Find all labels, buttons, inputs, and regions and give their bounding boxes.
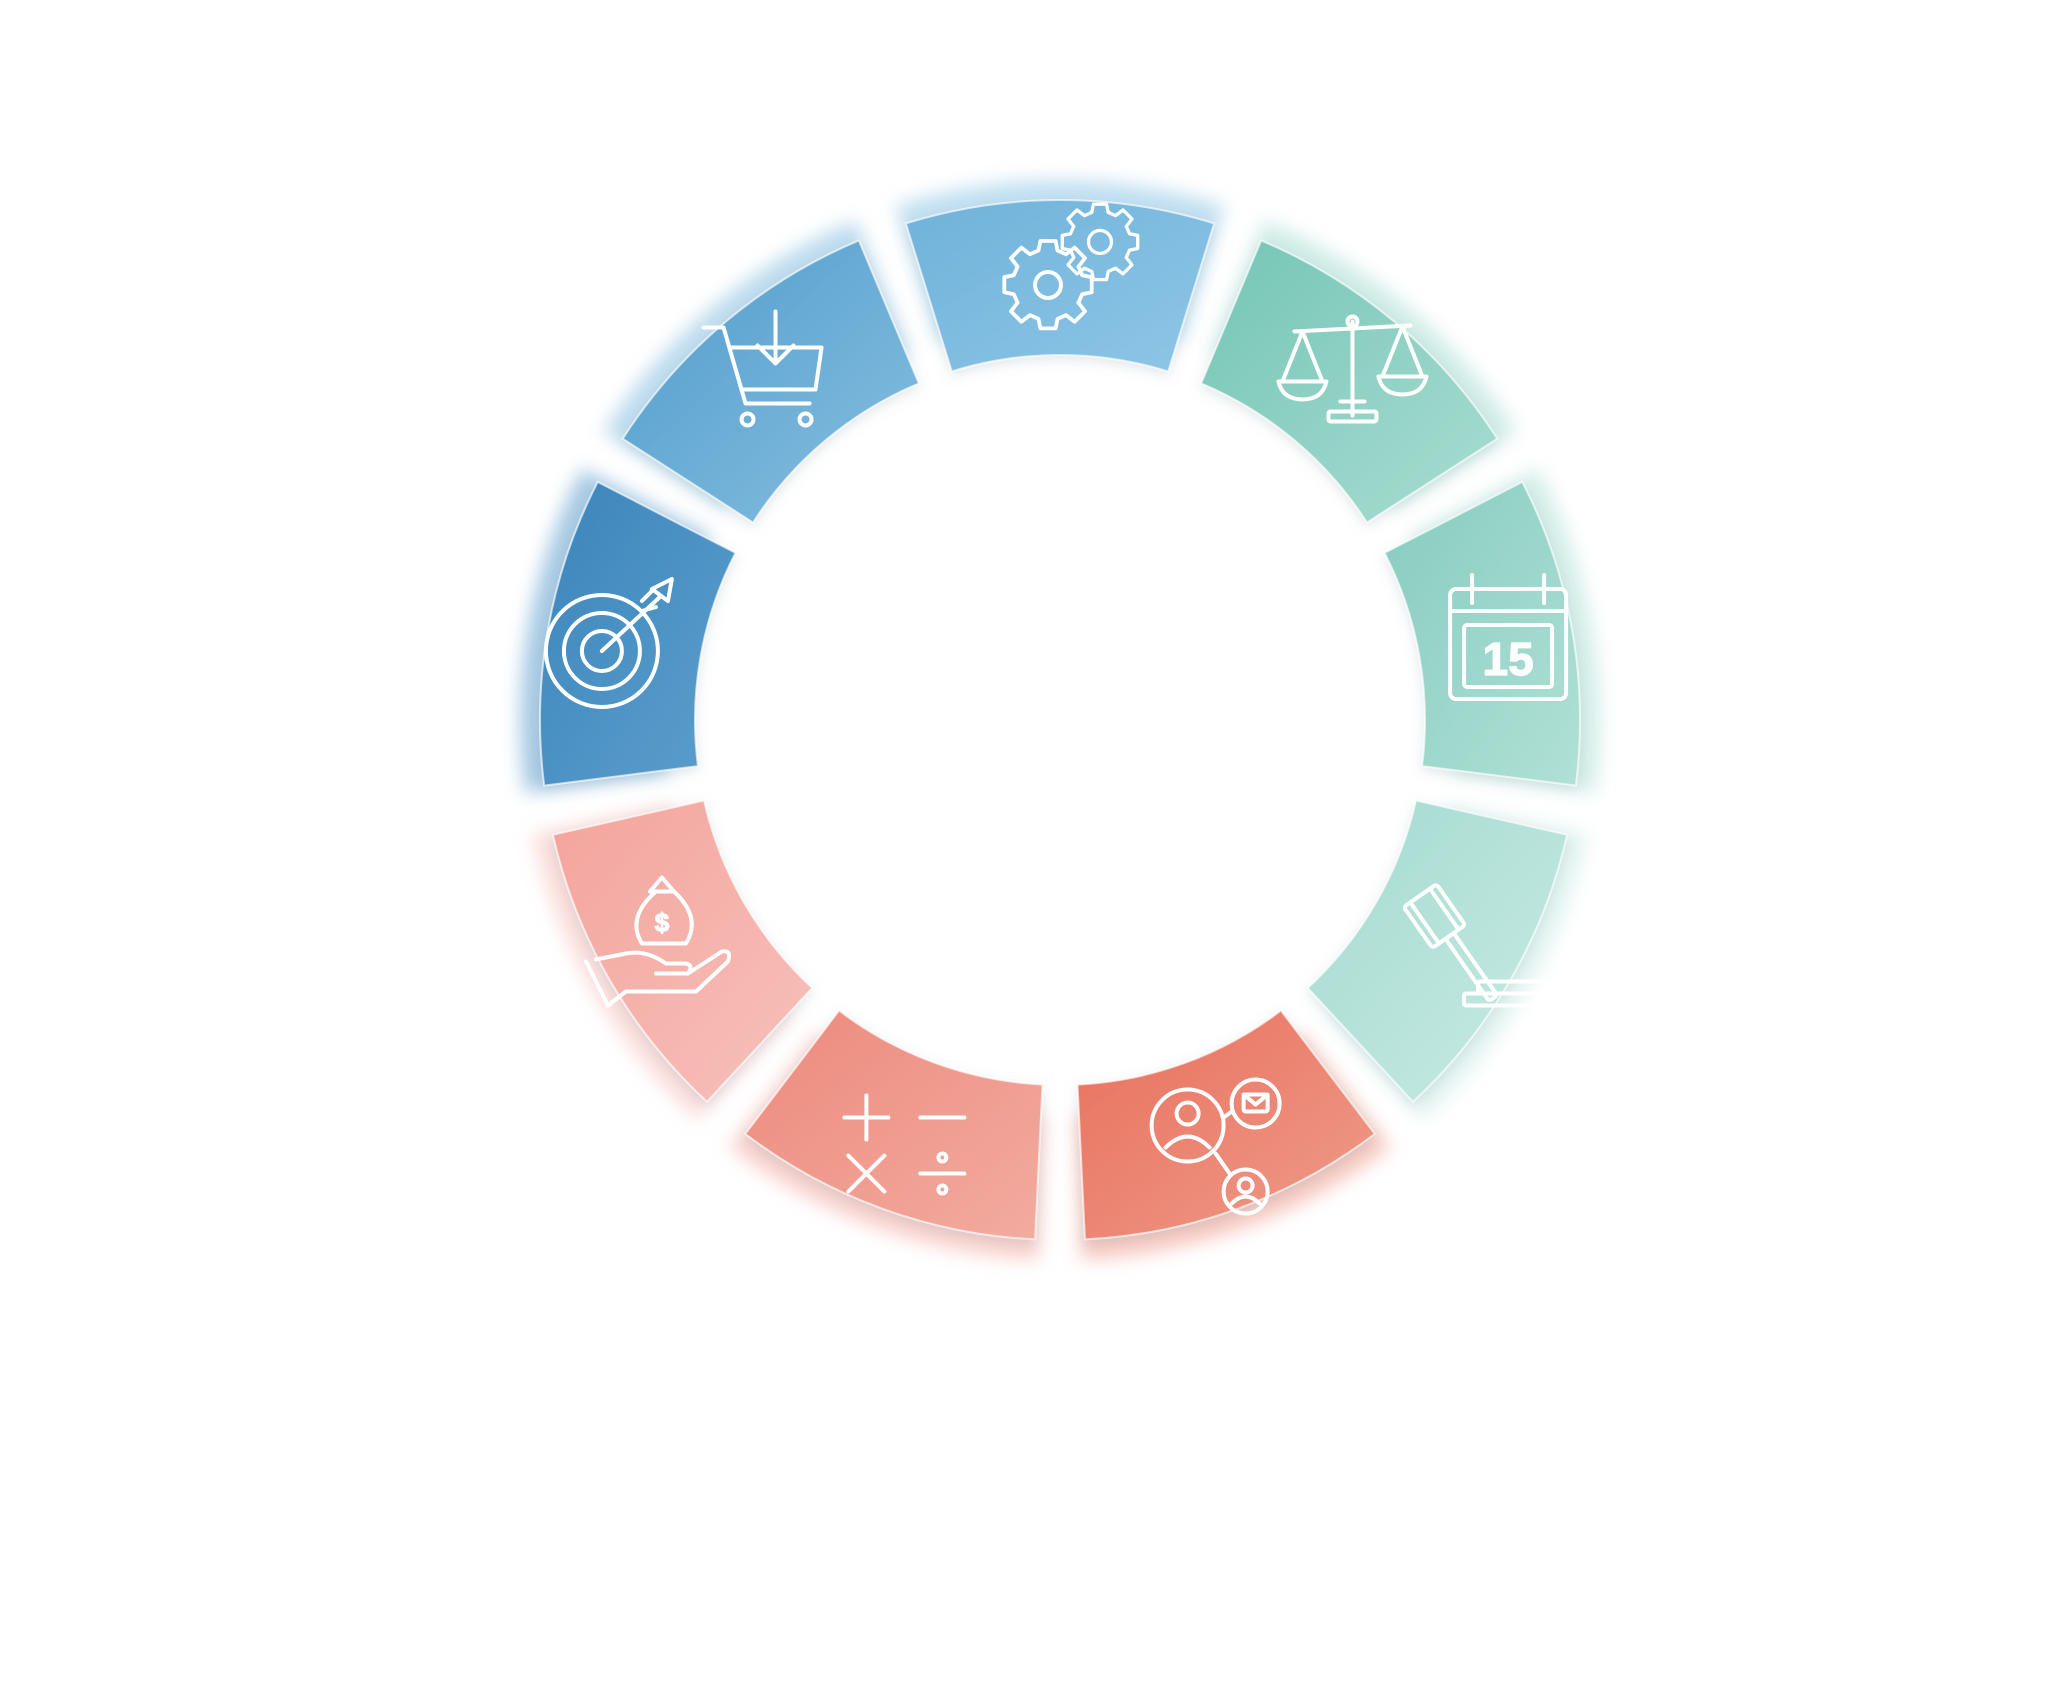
scales-icon [1276, 314, 1429, 424]
segment-cart[interactable] [621, 239, 921, 524]
contact-network-icon [1149, 1077, 1282, 1216]
gavel-icon [1402, 883, 1565, 1008]
math-operators-icon [842, 1093, 967, 1196]
segment-calendar[interactable] [1383, 480, 1581, 787]
cart-download-icon [701, 309, 824, 428]
segment-network[interactable] [1076, 1009, 1377, 1241]
segment-scales[interactable] [1199, 239, 1499, 524]
money-hand-icon: $ [583, 875, 732, 1008]
gears-icon [1002, 202, 1140, 331]
calendar-icon: 15 [1448, 572, 1569, 701]
calendar-date-label: 15 [1483, 633, 1534, 685]
segment-money[interactable] [551, 799, 814, 1104]
target-icon [543, 576, 674, 709]
svg-text:$: $ [655, 908, 670, 938]
segment-math[interactable] [743, 1009, 1044, 1241]
segment-gavel[interactable] [1306, 799, 1569, 1104]
